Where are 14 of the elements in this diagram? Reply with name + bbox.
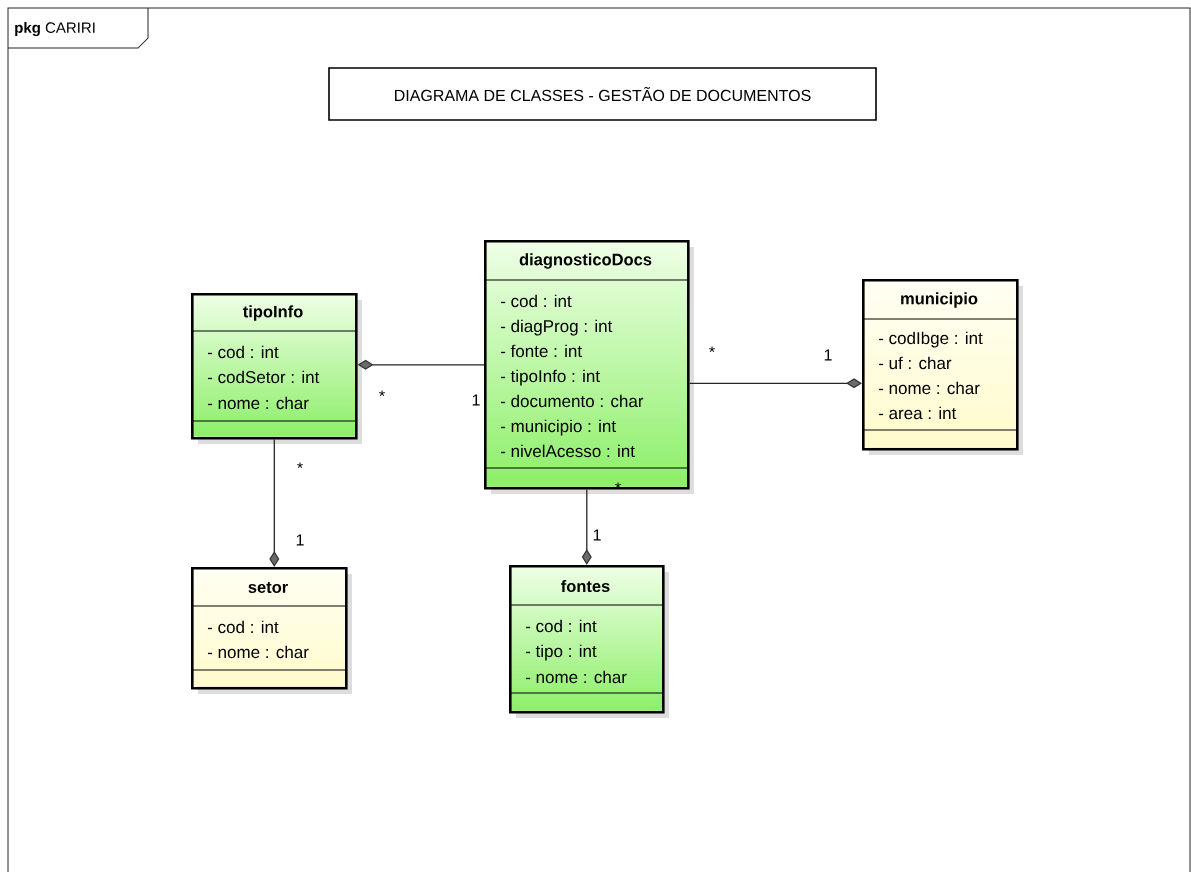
class-box: setor - cod : int - nome : char bbox=[190, 567, 352, 694]
class-box: municipio - codIbge : int - uf : char - nome : char - area : int bbox=[861, 279, 1023, 455]
multiplicity: * bbox=[379, 390, 385, 397]
class-box: fontes - cod : int - tipo : int - nome : char bbox=[508, 565, 669, 718]
multiplicity: 1 bbox=[593, 529, 601, 541]
composition-line bbox=[581, 488, 592, 565]
multiplicity: * bbox=[709, 346, 715, 353]
composition-line bbox=[688, 378, 862, 389]
multiplicity: 1 bbox=[296, 534, 304, 546]
multiplicity: * bbox=[297, 462, 303, 469]
multiplicity: 1 bbox=[824, 349, 832, 361]
composition-line bbox=[269, 438, 280, 567]
class-box: tipoInfo - cod : int - codSetor : int - nome : char bbox=[190, 293, 362, 444]
title-box: DIAGRAMA DE CLASSES - GESTÃO DE DOCUMENTOS bbox=[328, 67, 877, 121]
